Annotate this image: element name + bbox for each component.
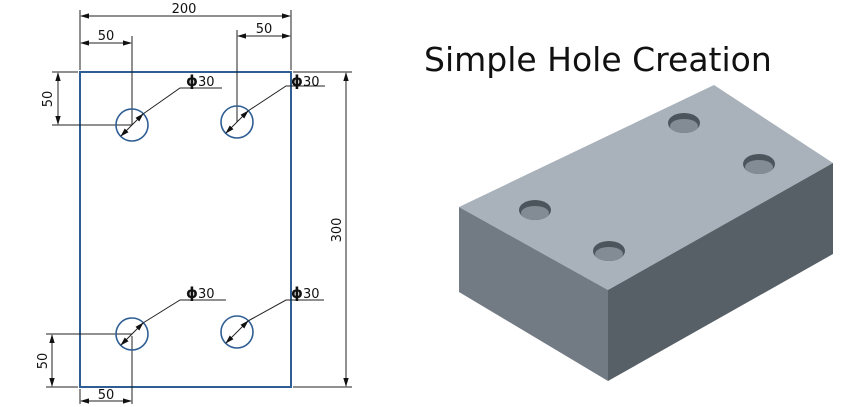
diameter-label-bottom-right: ϕ30: [291, 284, 320, 302]
dim-left-bottom-offset: 50: [36, 353, 51, 370]
dim-overall-height: 300: [330, 218, 345, 243]
dim-bottom-left-offset: 50: [98, 388, 115, 403]
plate-outline: [79, 71, 292, 388]
diameter-value: 30: [198, 287, 215, 302]
diameter-label-top-right: ϕ30: [291, 72, 320, 90]
dim-left-top-offset: 50: [41, 91, 56, 108]
diameter-value: 30: [303, 75, 320, 90]
technical-drawing: 200 50 50 50 50 50 300: [36, 2, 352, 404]
hole-top-right: [220, 105, 254, 139]
dim-top-left-offset: 50: [98, 29, 115, 44]
diameter-symbol: ϕ: [291, 284, 303, 302]
diameter-label-bottom-left: ϕ30: [186, 284, 215, 302]
diameter-value: 30: [303, 287, 320, 302]
diameter-symbol: ϕ: [186, 72, 198, 90]
leader-bottom-left: [120, 299, 226, 346]
leader-bottom-right: [225, 299, 324, 344]
hole-top-left: [115, 108, 149, 142]
leader-top-right: [225, 85, 325, 134]
dim-overall-width: 200: [172, 2, 197, 17]
leader-top-left: [120, 87, 222, 137]
diameter-label-top-left: ϕ30: [186, 72, 215, 90]
diameter-value: 30: [198, 75, 215, 90]
hole-bottom-right: [220, 315, 254, 349]
isometric-block: [459, 85, 833, 381]
diameter-symbol: ϕ: [291, 72, 303, 90]
block-side-face: [608, 163, 833, 381]
block-hole-left: [519, 200, 551, 220]
block-hole-front: [593, 241, 625, 261]
hole-bottom-left: [115, 317, 149, 351]
block-hole-back: [668, 113, 700, 133]
block-top-face: [459, 85, 833, 290]
block-hole-right: [743, 154, 775, 174]
block-front-face: [459, 207, 608, 381]
dim-top-right-offset: 50: [256, 22, 273, 37]
diagram-title: Simple Hole Creation: [424, 40, 772, 79]
diameter-symbol: ϕ: [186, 284, 198, 302]
